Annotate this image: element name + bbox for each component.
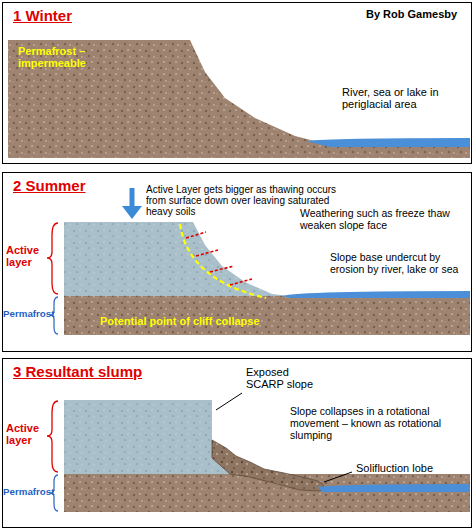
frozen-ground [8, 40, 470, 158]
water-label: River, sea or lake in periglacial area [342, 86, 466, 111]
layer-label: Active layer [6, 422, 48, 447]
scarp-label: Exposed SCARP slope [246, 366, 320, 391]
panel-title: 1 Winter [13, 7, 72, 24]
panel-title: 2 Summer [13, 177, 86, 194]
water [306, 138, 470, 147]
active-layer-bracket [47, 401, 58, 472]
weathering-marks [186, 232, 252, 285]
water [282, 291, 470, 298]
leader-line [324, 472, 352, 482]
panel-title: 3 Resultant slump [13, 363, 142, 380]
slump-scene [47, 393, 470, 512]
failure-plane [180, 224, 266, 298]
diagram-panel: 1 Winter [2, 2, 472, 164]
layer-label: Permafrost [3, 309, 53, 320]
undercut-note: Slope base undercut by erosion by river,… [330, 252, 466, 276]
lobe-label: Solifluction lobe [356, 462, 446, 474]
active-layer [64, 400, 238, 474]
active-layer [64, 222, 290, 296]
weathering-note: Weathering such as freeze thaw weaken sl… [300, 208, 460, 232]
leader-line [216, 393, 242, 410]
slumped-debris [212, 440, 324, 491]
summer-scene [47, 188, 470, 335]
permafrost-note: Permafrost – impermeable [18, 45, 118, 70]
active-layer-bracket [47, 223, 58, 294]
layer-label: Active layer [6, 244, 48, 269]
author-credit: By Rob Gamesby [366, 8, 466, 20]
winter-scene [8, 40, 470, 158]
thaw-arrow [122, 188, 142, 219]
movement-note: Slope collapses in a rotational movement… [290, 406, 460, 441]
water [318, 484, 470, 492]
diagram-panel: 3 Resultant slump [2, 358, 472, 528]
collapse-label: Potential point of cliff collapse [100, 315, 290, 327]
permafrost-band [64, 296, 470, 335]
layer-label: Permafrost [3, 487, 53, 498]
